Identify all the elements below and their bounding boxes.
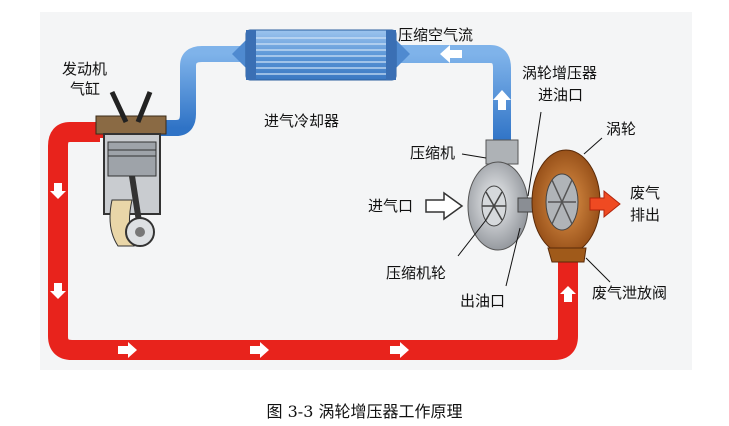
arrow-right-icon bbox=[390, 342, 409, 358]
arrow-right-icon bbox=[250, 342, 269, 358]
label-exhaust-line1: 废气 bbox=[630, 184, 661, 202]
arrow-up-icon bbox=[493, 90, 511, 110]
arrow-right-icon bbox=[118, 342, 137, 358]
label-turbine: 涡轮 bbox=[606, 120, 637, 138]
label-turbo-oil-inlet-line2: 进油口 bbox=[538, 86, 584, 104]
engine-cylinder bbox=[95, 90, 167, 247]
label-exhaust-line2: 排出 bbox=[630, 206, 661, 224]
label-compressor: 压缩机 bbox=[410, 144, 456, 162]
arrow-up-icon bbox=[560, 286, 576, 302]
label-turbo-oil-inlet-line1: 涡轮增压器 bbox=[522, 64, 598, 82]
arrow-down-icon bbox=[50, 283, 66, 299]
label-engine-cylinder-line2: 气缸 bbox=[70, 80, 101, 98]
label-oil-outlet: 出油口 bbox=[460, 292, 506, 310]
exhaust-flow-arrows bbox=[50, 183, 576, 358]
label-wastegate: 废气泄放阀 bbox=[592, 284, 668, 302]
turbocharger bbox=[467, 139, 601, 263]
label-air-inlet: 进气口 bbox=[368, 197, 414, 215]
exhaust-outlet-arrow-icon bbox=[589, 189, 621, 219]
label-compressor-wheel: 压缩机轮 bbox=[386, 264, 447, 282]
label-compressed-air-flow: 压缩空气流 bbox=[398, 26, 474, 44]
arrow-left-icon bbox=[440, 45, 462, 63]
label-engine-cylinder-line1: 发动机 bbox=[62, 60, 108, 78]
air-pipe-return bbox=[392, 45, 511, 142]
label-intercooler: 进气冷却器 bbox=[264, 112, 340, 130]
intercooler bbox=[232, 29, 410, 81]
air-inlet-arrow-icon bbox=[425, 191, 464, 221]
leader-lines bbox=[457, 111, 611, 287]
figure-caption: 图 3-3 涡轮增压器工作原理 bbox=[266, 402, 463, 421]
exhaust-pipe bbox=[48, 122, 578, 360]
air-pipe bbox=[160, 46, 250, 136]
arrow-down-icon bbox=[50, 183, 66, 199]
